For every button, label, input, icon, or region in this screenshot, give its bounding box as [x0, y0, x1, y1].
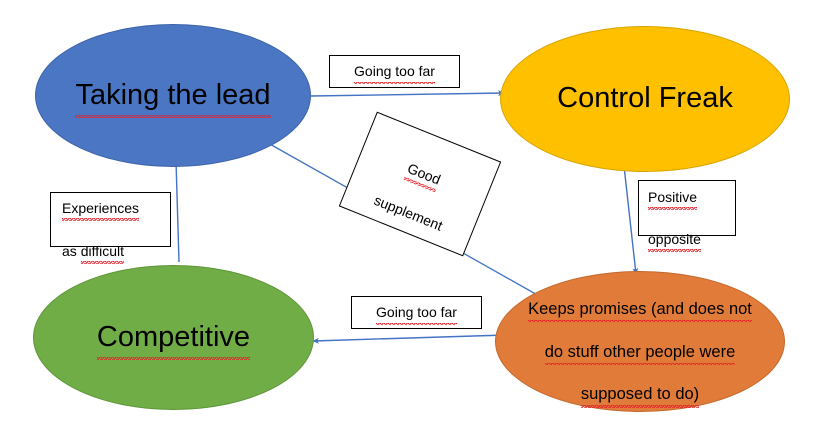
edge-control-freak-to-keeps-promises	[623, 165, 639, 275]
node-control-freak-label: Control Freak	[557, 82, 733, 115]
edge-competitive-to-lead	[173, 160, 180, 263]
edge-label-experiences-as-difficult[interactable]: Experiences as difficult	[50, 192, 171, 264]
edge-label-going-too-far-top[interactable]: Going too far	[329, 55, 460, 88]
node-keeps-promises-label: Keeps promises (and does not do stuff ot…	[513, 277, 766, 409]
edge-label-experiences-as-difficult-text: Experiences as difficult	[62, 177, 140, 264]
edge-label-going-too-far-bottom-text: Going too far	[376, 302, 457, 326]
edge-keeps-promises-to-competitive	[312, 334, 507, 344]
node-taking-the-lead[interactable]: Taking the lead	[35, 24, 311, 167]
edge-label-going-too-far-top-text: Going too far	[354, 61, 435, 85]
node-keeps-promises[interactable]: Keeps promises (and does not do stuff ot…	[495, 271, 785, 412]
node-competitive-label: Competitive	[51, 319, 297, 360]
node-control-freak[interactable]: Control Freak	[500, 26, 790, 172]
edge-label-positive-opposite-text: Positive opposite	[648, 165, 701, 253]
edge-label-positive-opposite[interactable]: Positive opposite	[638, 180, 736, 253]
node-competitive[interactable]: Competitive	[33, 265, 314, 410]
edge-label-going-too-far-bottom[interactable]: Going too far	[351, 296, 482, 329]
edge-lead-to-control-freak	[310, 90, 505, 97]
node-taking-the-lead-label: Taking the lead	[52, 77, 293, 118]
